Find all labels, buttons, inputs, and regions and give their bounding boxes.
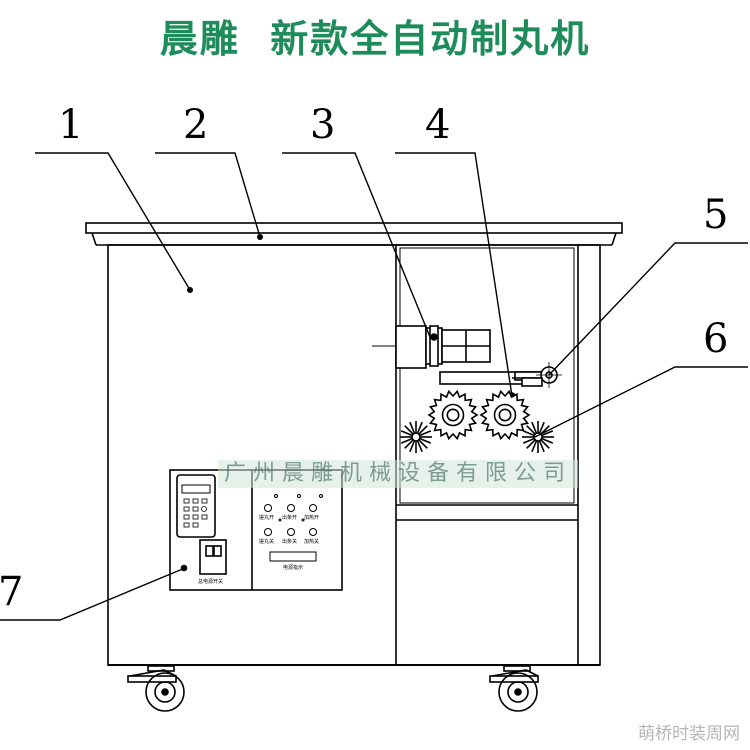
callout-3: 3 bbox=[310, 102, 335, 148]
caster-right bbox=[489, 665, 539, 712]
callout-6: 6 bbox=[703, 316, 728, 362]
gear-left bbox=[427, 389, 479, 441]
callout-5: 5 bbox=[703, 192, 728, 238]
cabinet-body bbox=[107, 244, 601, 666]
callout-7: 7 bbox=[0, 569, 23, 615]
company-watermark: 广州晨雕机械设备有限公司 bbox=[218, 460, 578, 488]
gear-set bbox=[400, 389, 554, 453]
button-label-5: 出条关 bbox=[282, 538, 297, 545]
caster-left bbox=[127, 665, 185, 712]
callout-4: 4 bbox=[425, 102, 450, 148]
button-label-2: 出条开 bbox=[282, 514, 297, 521]
site-watermark: 萌桥时装周网 bbox=[638, 724, 740, 744]
brush-wheel-left bbox=[400, 421, 432, 453]
extruder-motor bbox=[372, 325, 491, 369]
gear-right bbox=[479, 389, 531, 441]
brush-wheel-right bbox=[522, 421, 554, 453]
callout-2: 2 bbox=[183, 102, 208, 148]
indicator-label: 电源指示 bbox=[283, 564, 303, 571]
breaker-label: 总电源开关 bbox=[198, 578, 223, 585]
diagram-title: 晨雕 新款全自动制丸机 bbox=[159, 16, 591, 61]
button-label-1: 搓丸开 bbox=[259, 514, 274, 521]
top-plate bbox=[85, 222, 623, 234]
button-label-3: 加热开 bbox=[304, 514, 319, 521]
button-label-4: 搓丸关 bbox=[259, 538, 274, 545]
button-label-6: 加热关 bbox=[304, 538, 319, 545]
callout-1: 1 bbox=[58, 102, 83, 148]
